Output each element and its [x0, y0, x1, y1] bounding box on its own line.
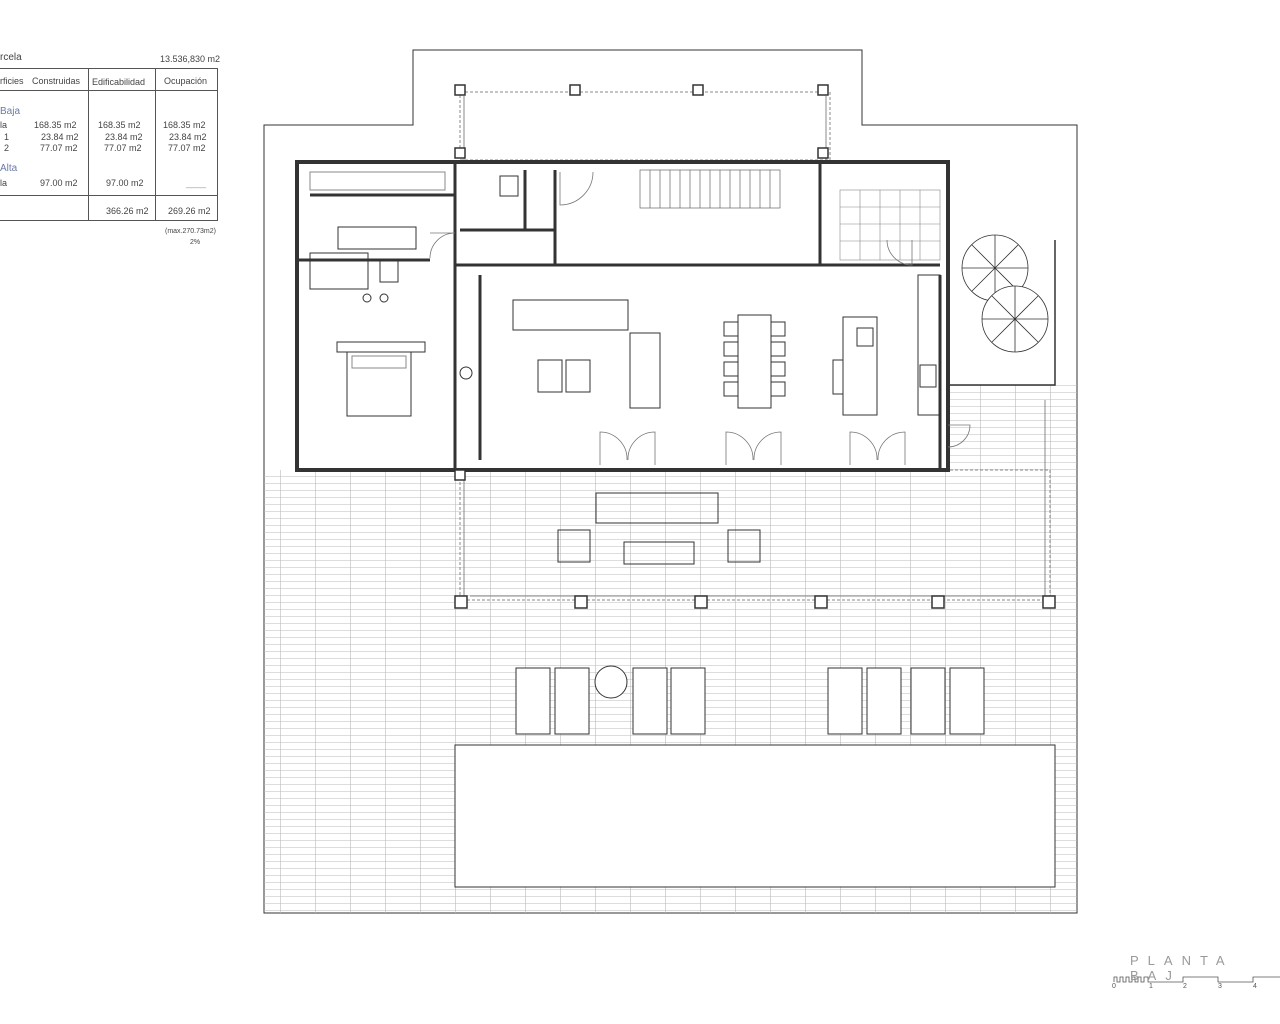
- garden-doors: [429, 171, 971, 465]
- outdoor-armchair: [727, 529, 761, 563]
- parcel-area: 13.536,830 m2: [160, 54, 221, 64]
- bathtub: [337, 226, 417, 250]
- deck-side: [940, 385, 1077, 470]
- bench-shelf: [309, 171, 446, 191]
- columns: [454, 84, 1056, 609]
- pool: [454, 744, 1056, 888]
- armchair: [537, 359, 563, 393]
- fireplace: [459, 366, 473, 380]
- scale-bar: [1113, 976, 1280, 983]
- cell: 97.00 m2: [40, 178, 78, 188]
- cell: 23.84 m2: [169, 132, 207, 142]
- row-label: la: [0, 120, 8, 130]
- cell: 77.07 m2: [104, 143, 142, 153]
- kitchen-sink: [919, 364, 937, 388]
- shower: [309, 252, 369, 290]
- row-label: la: [0, 178, 8, 188]
- cell: 168.35 m2: [163, 120, 206, 130]
- scale-label: 1: [1149, 983, 1153, 990]
- sink: [379, 293, 389, 303]
- kitchen-counter: [917, 274, 941, 416]
- table-frame: [0, 68, 218, 221]
- cell: 168.35 m2: [34, 120, 77, 130]
- patio-wall: [947, 162, 1056, 386]
- cell: 168.35 m2: [98, 120, 141, 130]
- header-ocupacion: Ocupación: [164, 76, 208, 86]
- stools: [832, 359, 844, 395]
- scale-label: 2: [1183, 983, 1187, 990]
- section-title: Alta: [0, 163, 18, 174]
- coffee-table: [623, 541, 695, 565]
- header-superficies: rficies: [0, 76, 24, 86]
- toilet: [499, 175, 519, 197]
- dining-chairs: [723, 321, 786, 397]
- pantry-floor: [839, 189, 941, 261]
- tree: [981, 285, 1049, 353]
- plan-title: PLANTA BAJ: [1130, 953, 1233, 983]
- max-note: (max.270.73m2): [165, 228, 216, 235]
- top-pergola: [459, 91, 831, 161]
- cell: 23.84 m2: [105, 132, 143, 142]
- percent-note: 2%: [190, 239, 201, 246]
- scale-label: 0: [1112, 983, 1116, 990]
- toilet: [379, 259, 399, 283]
- scale-label: 3: [1218, 983, 1222, 990]
- row-label: 1: [4, 132, 10, 142]
- scale-label: 4: [1253, 983, 1257, 990]
- header-construidas: Construidas: [32, 76, 81, 86]
- side-table: [594, 665, 628, 699]
- cell: ____: [186, 178, 207, 188]
- bed: [346, 351, 412, 417]
- cell: 77.07 m2: [40, 143, 78, 153]
- sun-loungers: [515, 667, 985, 735]
- outdoor-sofa: [595, 492, 719, 524]
- staircase: [639, 169, 781, 209]
- outdoor-armchair: [557, 529, 591, 563]
- cell: 23.84 m2: [41, 132, 79, 142]
- sofa: [512, 299, 629, 331]
- total-edificabilidad: 366.26 m2: [106, 206, 149, 216]
- parcel-label: rcela: [0, 52, 22, 63]
- cell: 97.00 m2: [106, 178, 144, 188]
- armchair: [565, 359, 591, 393]
- cell: 77.07 m2: [168, 143, 206, 153]
- total-ocupacion: 269.26 m2: [168, 206, 211, 216]
- sink: [362, 293, 372, 303]
- header-edificabilidad: Edificabilidad: [92, 77, 146, 87]
- cooktop: [856, 327, 874, 347]
- sofa: [629, 332, 661, 409]
- section-title: Baja: [0, 106, 21, 117]
- row-label: 2: [4, 143, 10, 153]
- house-walls: [295, 160, 950, 472]
